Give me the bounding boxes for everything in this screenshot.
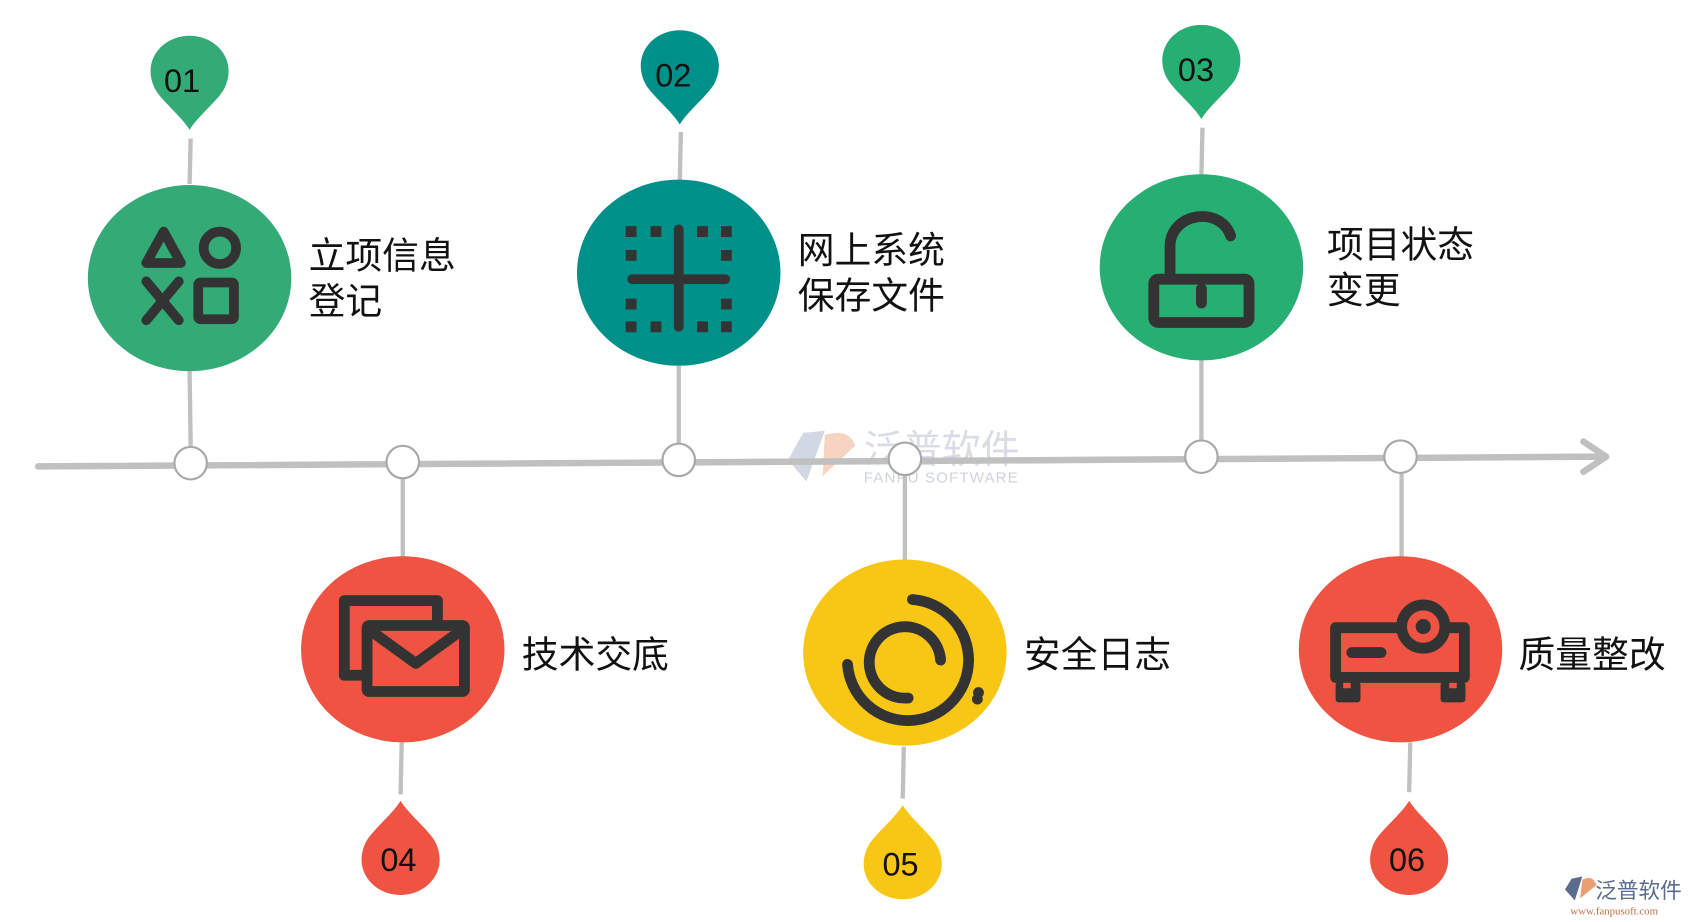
step-label-line2: 登记 [309,280,383,323]
pin-04 [361,800,440,895]
timeline-node-03[interactable] [1184,439,1219,474]
step-number: 01 [164,63,200,99]
grid-frame-icon [625,224,732,333]
watermark-title: 泛普软件 [864,428,1020,473]
timeline-node-05[interactable] [887,441,923,477]
watermark-logo-accent-icon [822,432,856,477]
corner-logo-url[interactable]: www.fanpusoft.com [1570,905,1658,917]
step-label-line1: 质量整改 [1518,634,1665,677]
step-number: 03 [1178,52,1214,88]
timeline-node-06[interactable] [1383,439,1418,474]
step-01[interactable]: 01 立项信息 登记 [87,35,456,372]
step-number: 05 [883,846,919,882]
arrow-head-icon [1580,438,1610,476]
step-04[interactable]: 技术交底 04 [301,556,669,895]
game-shapes-icon [141,226,241,326]
corner-logo-accent-icon [1580,877,1597,899]
corner-logo-icon [1565,876,1583,901]
timeline-node-01[interactable] [173,445,208,481]
step-03[interactable]: 03 项目状态 变更 [1099,24,1474,361]
projector-icon [1330,599,1470,703]
pin-05 [863,805,942,900]
step-label-line1: 技术交底 [522,634,669,677]
watermark-logo-icon [788,430,825,482]
unlock-icon [1148,211,1255,328]
connectors [187,127,1413,799]
step-circle [1298,556,1503,743]
pin-06 [1370,800,1449,895]
step-label-line1: 立项信息 [309,234,456,277]
corner-logo[interactable]: 泛普软件 www.fanpusoft.com [1565,876,1682,918]
step-circle [1099,174,1304,361]
step-number: 02 [655,58,691,94]
pin-01 [150,35,229,130]
timeline-nodes [173,439,1418,481]
corner-logo-title: 泛普软件 [1595,879,1682,904]
timeline-axis [34,438,1610,476]
step-label-line1: 项目状态 [1327,224,1474,267]
step-number: 06 [1389,842,1425,878]
step-02[interactable]: 02 网上系统 保存文件 [577,30,945,366]
step-circle [87,185,292,372]
mail-stack-icon [338,595,470,697]
loading-circle-icon [842,594,984,726]
step-label-line1: 网上系统 [798,229,945,272]
timeline-node-02[interactable] [661,442,697,478]
step-label-line2: 变更 [1327,269,1401,312]
watermark-subtitle: FANPU SOFTWARE [864,470,1019,487]
step-06[interactable]: 质量整改 06 [1298,556,1666,895]
step-05[interactable]: 安全日志 05 [803,559,1171,900]
pin-03 [1162,24,1241,120]
step-number: 04 [380,842,416,878]
timeline-node-04[interactable] [385,444,421,480]
step-label-line2: 保存文件 [798,274,945,317]
pin-02 [640,30,719,125]
step-label-line1: 安全日志 [1024,634,1171,677]
